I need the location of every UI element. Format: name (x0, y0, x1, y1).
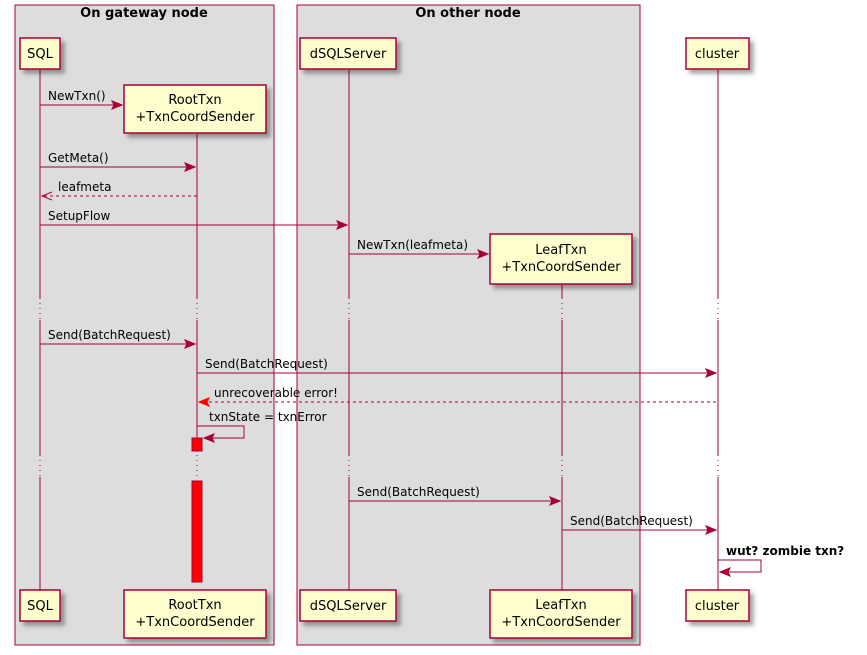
newtxn-arrowhead (110, 100, 124, 110)
cluster-label-bottom: cluster (695, 599, 740, 614)
roottxn-label-bottom-line2: +TxnCoordSender (135, 615, 255, 630)
leafmeta-label: leafmeta (58, 180, 111, 194)
leaftxn-label-bottom-line1: LeafTxn (535, 598, 586, 613)
roottxn-activation-2 (191, 480, 203, 583)
gateway-node-title: On gateway node (80, 6, 208, 21)
cluster-label-top: cluster (695, 47, 740, 62)
txnstate-self-arrow (197, 425, 245, 439)
error-arrowhead (197, 397, 211, 407)
roottxn-participant-bottom (123, 589, 267, 639)
newtxn-leafmeta-arrowhead (476, 249, 490, 259)
roottxn-label-bottom-line1: RootTxn (168, 598, 221, 613)
leaftxn-participant-bottom (489, 589, 633, 639)
setupflow-arrowhead (335, 220, 349, 230)
leaftxn-label-bottom-line2: +TxnCoordSender (501, 615, 621, 630)
other-node-title: On other node (415, 6, 520, 21)
sql-participant-bottom (19, 589, 61, 622)
send-batch-1-arrowhead (183, 339, 197, 349)
dsqlserver-participant-bottom (299, 589, 397, 622)
send-batch-2-arrowhead (704, 368, 718, 378)
sql-label-top: SQL (27, 47, 53, 62)
leaftxn-label-line2: +TxnCoordSender (501, 260, 621, 275)
zombie-label: wut? zombie txn? (726, 544, 844, 558)
txnstate-arrowhead (202, 433, 216, 443)
roottxn-participant-created (123, 84, 267, 134)
getmeta-arrowhead (183, 162, 197, 172)
send-batch-3-label: Send(BatchRequest) (357, 485, 480, 499)
dsqlserver-label-top: dSQLServer (310, 47, 387, 62)
roottxn-activation-1 (191, 437, 203, 452)
getmeta-label: GetMeta() (48, 151, 109, 165)
cluster-participant-top (685, 37, 750, 70)
leafmeta-arrowhead (40, 191, 53, 201)
roottxn-label-line1: RootTxn (168, 93, 221, 108)
send-batch-4-arrowhead (704, 525, 718, 535)
sql-label-bottom: SQL (27, 599, 53, 614)
zombie-arrowhead (718, 567, 732, 577)
other-node-box (296, 4, 641, 646)
cluster-participant-bottom (685, 589, 750, 622)
newtxn-leafmeta-label: NewTxn(leafmeta) (357, 238, 468, 252)
dsqlserver-participant-top (299, 37, 397, 70)
leaftxn-participant-created (489, 233, 633, 285)
leaftxn-label-line1: LeafTxn (535, 243, 586, 258)
error-label: unrecoverable error! (214, 386, 338, 400)
sql-participant-top (19, 37, 61, 70)
send-batch-1-label: Send(BatchRequest) (48, 328, 171, 342)
dsqlserver-label-bottom: dSQLServer (310, 599, 387, 614)
txnstate-label: txnState = txnError (209, 410, 327, 424)
send-batch-4-label: Send(BatchRequest) (570, 514, 693, 528)
send-batch-2-label: Send(BatchRequest) (205, 357, 328, 371)
zombie-self-arrow (718, 559, 762, 573)
newtxn-label: NewTxn() (48, 89, 106, 103)
roottxn-label-line2: +TxnCoordSender (135, 110, 255, 125)
setupflow-label: SetupFlow (48, 209, 111, 223)
send-batch-3-arrowhead (548, 496, 562, 506)
